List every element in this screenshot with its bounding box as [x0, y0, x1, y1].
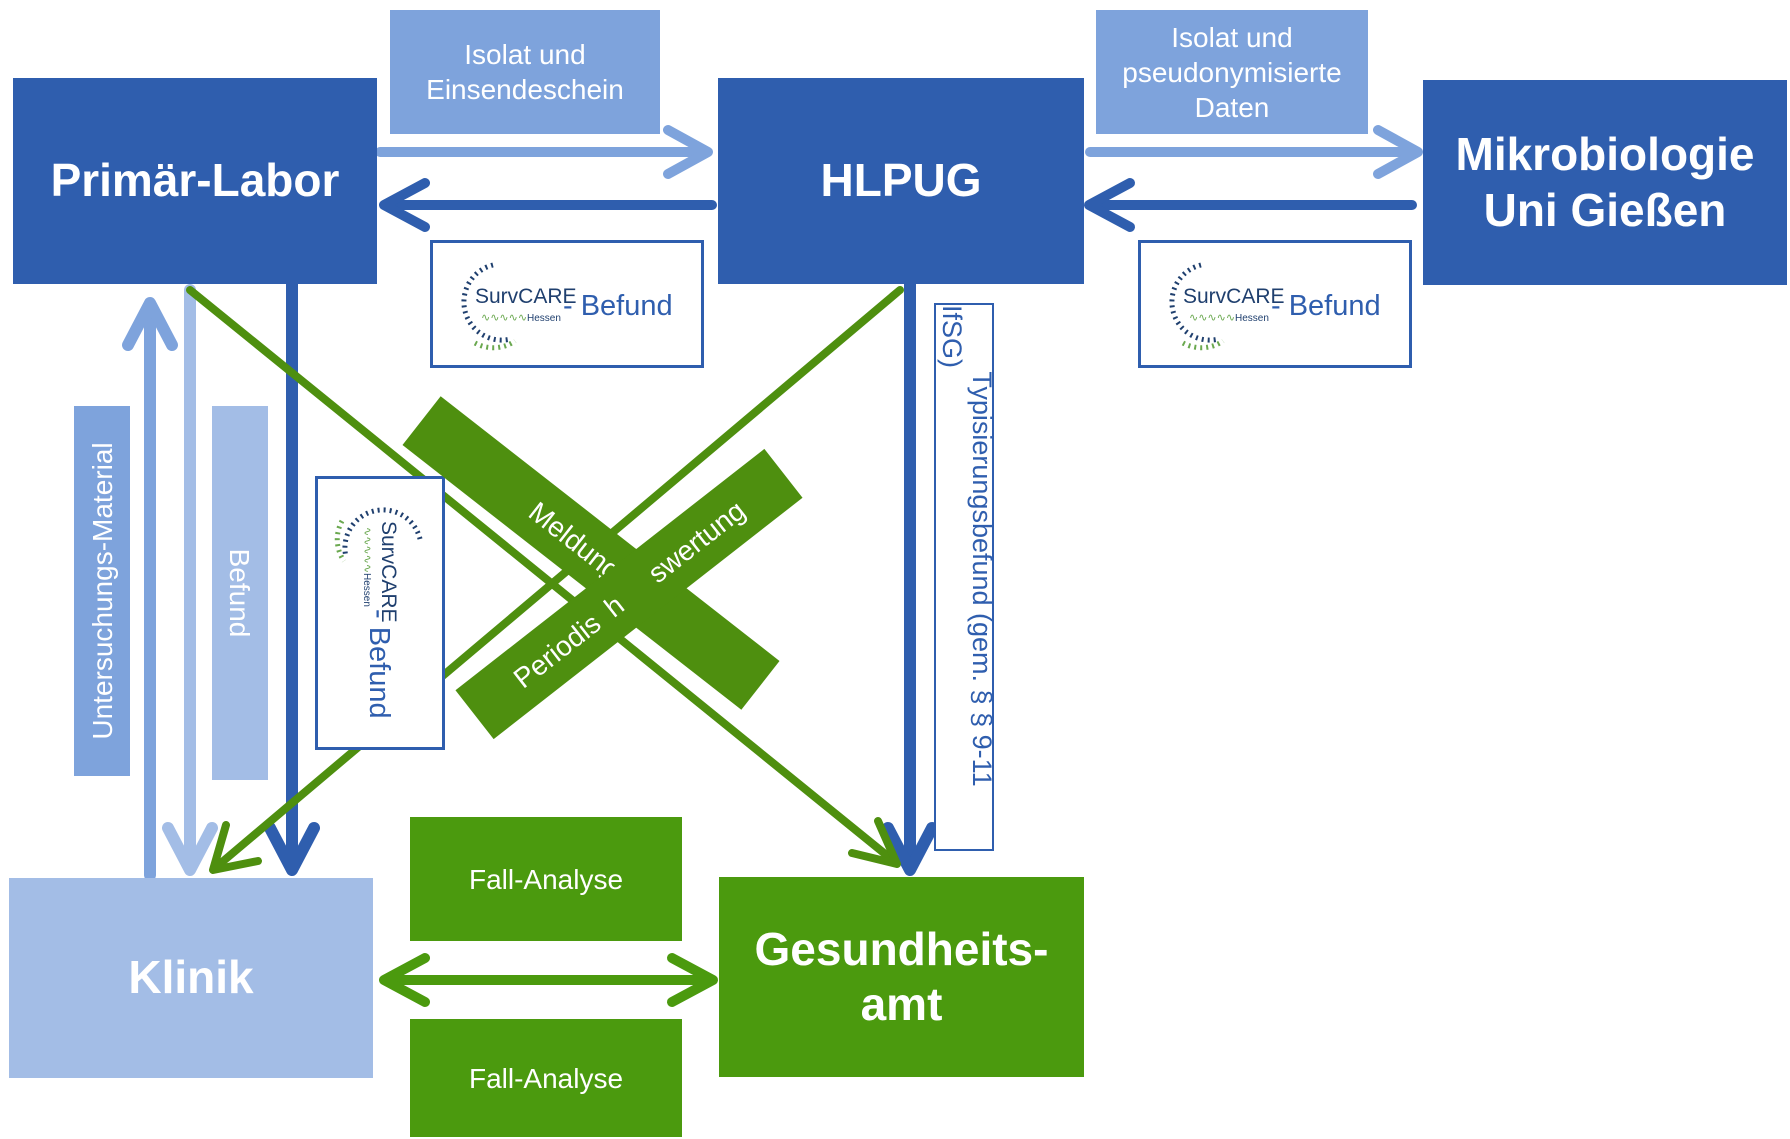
survcare-logo: SurvCARE ∿∿∿∿∿ Hessen - Befund: [461, 262, 673, 351]
survcare-logo-vertical: SurvCARE ∿∿∿∿∿ Hessen - Befund: [334, 507, 423, 719]
node-mikrobiologie-line2: Uni Gießen: [1483, 183, 1727, 236]
dna-icon: ∿∿∿∿∿: [481, 312, 527, 324]
survcare-ring-icon: [461, 262, 517, 351]
arrow-hlpug-to-klinik: [209, 286, 904, 874]
label-fall-analyse-bottom-text: Fall-Analyse: [468, 1062, 624, 1094]
node-gesundheitsamt: Gesundheits- amt: [719, 877, 1084, 1077]
survcare-suffix: - Befund: [363, 609, 395, 719]
label-typisierungsbefund: Typisierungsbefund (gem. § § 9-11 IfSG): [934, 303, 997, 851]
survcare-befund-labor-hlpug: SurvCARE ∿∿∿∿∿ Hessen - Befund: [430, 240, 704, 368]
survcare-befund-hlpug-mikrobiologie: SurvCARE ∿∿∿∿∿ Hessen - Befund: [1138, 240, 1412, 368]
label-typisierung-line1: Typisierungsbefund (gem. § § 9-11: [966, 371, 997, 787]
arrow-labor-to-klinik-survcare: [264, 277, 320, 876]
arrow-klinik-gesundheitsamt-bidirectional: [379, 953, 718, 1007]
node-mikrobiologie-line1: Mikrobiologie: [1455, 128, 1755, 181]
node-gesundheitsamt-line1: Gesundheits-: [754, 922, 1049, 975]
survcare-region: Hessen: [527, 313, 561, 324]
survcare-befund-labor-klinik: SurvCARE ∿∿∿∿∿ Hessen - Befund: [315, 476, 445, 750]
arrow-klinik-to-labor: [122, 297, 178, 881]
survcare-region: Hessen: [361, 573, 372, 607]
label-isolat-einsendeschein: Isolat und Einsendeschein: [390, 10, 660, 134]
node-mikrobiologie: Mikrobiologie Uni Gießen: [1423, 80, 1787, 285]
label-fall-analyse-top: Fall-Analyse: [410, 817, 682, 941]
arrow-labor-to-gesundheitsamt: [186, 286, 901, 868]
survcare-suffix: - Befund: [563, 290, 673, 322]
node-primaer-labor-label: Primär-Labor: [50, 154, 340, 207]
survcare-brand: SurvCARE: [475, 285, 577, 308]
label-fall-analyse-bottom: Fall-Analyse: [410, 1019, 682, 1137]
dna-icon: ∿∿∿∿∿: [361, 527, 373, 573]
survcare-region: Hessen: [1235, 313, 1269, 324]
label-isolat-pseudo-line1: Isolat und: [1171, 21, 1293, 53]
arrow-hlpug-to-gesundheitsamt: [882, 277, 938, 876]
label-isolat-pseudo-line2: pseudonymisierte: [1122, 56, 1342, 88]
node-gesundheitsamt-line2: amt: [860, 978, 943, 1030]
survcare-brand: SurvCARE: [1183, 285, 1285, 308]
node-hlpug: HLPUG: [718, 78, 1084, 284]
survcare-suffix: - Befund: [1271, 290, 1381, 322]
survcare-brand: SurvCARE: [377, 521, 400, 623]
node-hlpug-label: HLPUG: [820, 154, 982, 207]
arrow-labor-to-klinik-befund: [162, 284, 218, 876]
survcare-ring-icon: [1169, 262, 1225, 351]
label-isolat-einsendeschein-line1: Isolat und: [464, 39, 586, 70]
label-isolat-pseudo-line3: Daten: [1194, 91, 1270, 123]
survcare-ring-icon: [334, 507, 423, 563]
label-isolat-pseudonymisiert: Isolat und pseudonymisierte Daten: [1096, 10, 1368, 134]
label-untersuchungs-material-text: Untersuchungs-Material: [86, 442, 118, 740]
dna-icon: ∿∿∿∿∿: [1189, 312, 1235, 324]
arrow-hlpug-to-labor: [379, 178, 717, 232]
label-befund-text: Befund: [224, 548, 256, 638]
label-fall-analyse-top-text: Fall-Analyse: [468, 863, 624, 895]
arrow-hlpug-to-mikrobiologie: [1085, 125, 1423, 179]
label-isolat-einsendeschein-line2: Einsendeschein: [426, 74, 624, 105]
node-klinik: Klinik: [9, 878, 373, 1078]
node-primaer-labor: Primär-Labor: [13, 78, 377, 284]
label-befund: Befund: [212, 406, 268, 780]
node-klinik-label: Klinik: [128, 951, 254, 1004]
label-typisierung-line2: IfSG): [937, 305, 967, 369]
survcare-logo: SurvCARE ∿∿∿∿∿ Hessen - Befund: [1169, 262, 1381, 351]
label-untersuchungs-material: Untersuchungs-Material: [74, 406, 130, 776]
arrow-mikrobiologie-to-hlpug: [1084, 178, 1417, 232]
arrow-labor-to-hlpug: [375, 125, 713, 179]
label-periodische-auswertung-mid: h: [598, 588, 630, 623]
